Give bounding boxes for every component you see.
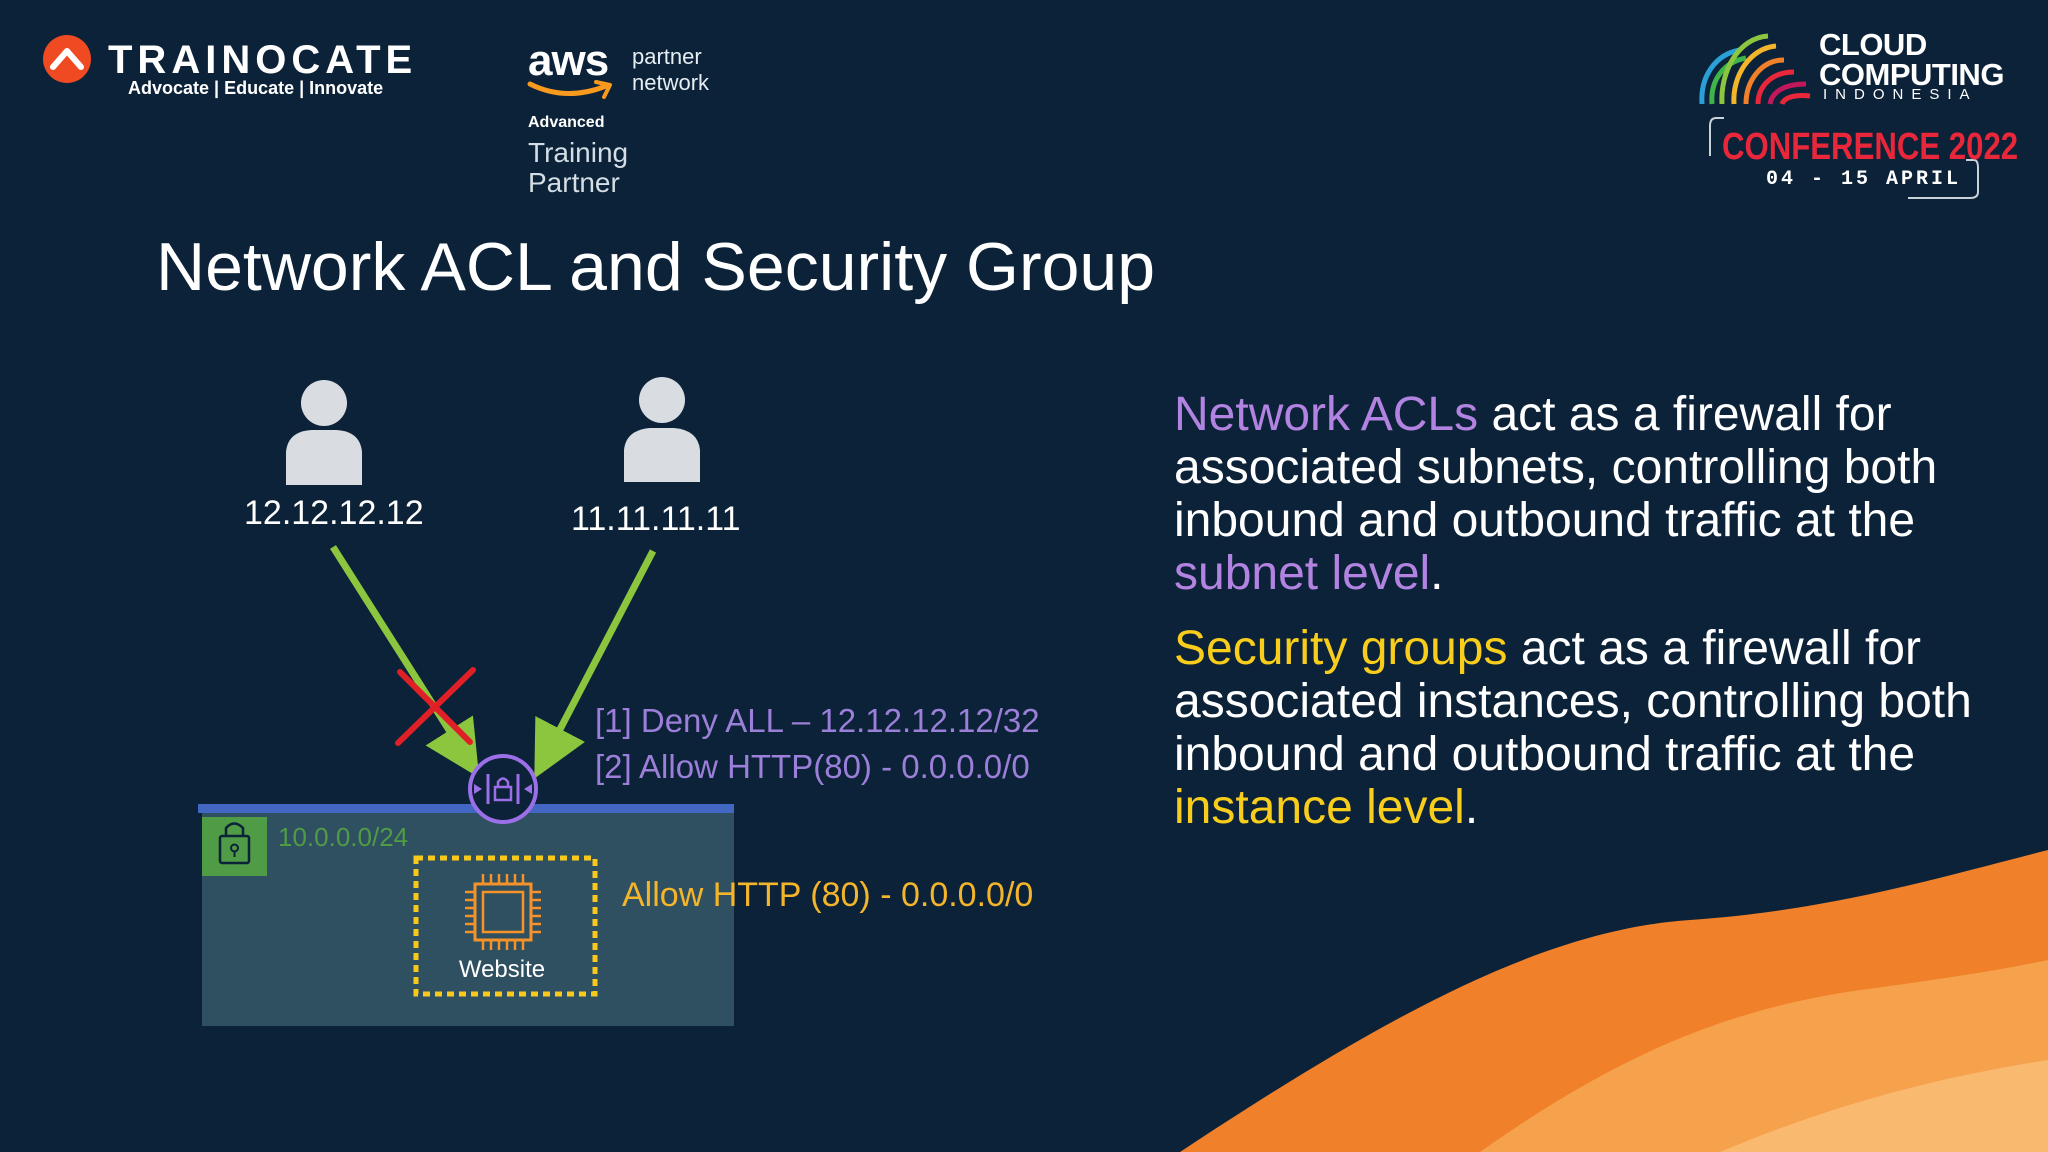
trainocate-name: TRAINOCATE xyxy=(108,38,418,82)
user-ip-right: 11.11.11.11 xyxy=(571,500,741,538)
nacl-term: Network ACLs xyxy=(1174,388,1479,441)
aws-role-label: Training Partner xyxy=(528,138,628,198)
subnet-cidr: 10.0.0.0/24 xyxy=(278,822,409,852)
sg-level: instance level xyxy=(1174,781,1465,834)
sg-term: Security groups xyxy=(1174,622,1508,675)
aws-smile-icon xyxy=(527,80,612,99)
nacl-rule-1: [1] Deny ALL – 12.12.12.12/32 xyxy=(595,702,1040,739)
slide-title: Network ACL and Security Group xyxy=(156,229,1156,305)
trainocate-tagline: Advocate | Educate | Innovate xyxy=(128,78,384,98)
aws-partner-network-label: partner network xyxy=(632,44,709,96)
conference-name-line-2: COMPUTING xyxy=(1819,57,2004,92)
arrow-from-denied-user xyxy=(330,545,480,778)
arrow-from-allowed-user xyxy=(534,549,657,779)
aws-network-word: network xyxy=(632,70,710,95)
nacl-icon xyxy=(468,754,538,824)
aws-partner-word: partner xyxy=(632,44,702,69)
conference-name-line-1: CLOUD xyxy=(1819,27,1927,62)
nacl-rule-2: [2] Allow HTTP(80) - 0.0.0.0/0 xyxy=(595,748,1030,785)
user-icon-right xyxy=(624,377,700,482)
security-group-rule: Allow HTTP (80) - 0.0.0.0/0 xyxy=(622,876,1034,914)
sg-text: act as a firewall for associated instanc… xyxy=(1174,622,1972,781)
user-icon-left xyxy=(286,380,362,485)
ec2-instance-icon xyxy=(465,874,541,950)
nacl-end: . xyxy=(1430,547,1444,600)
security-group-box xyxy=(413,855,598,997)
conference-event: CONFERENCE 2022 xyxy=(1722,126,2019,168)
trainocate-logo-icon xyxy=(43,35,91,83)
instance-label: Website xyxy=(458,956,546,983)
user-ip-left: 12.12.12.12 xyxy=(244,494,424,532)
nacl-level: subnet level xyxy=(1174,547,1431,600)
nacl-text: act as a firewall for associated subnets… xyxy=(1174,388,1938,547)
conference-org-name: CLOUD COMPUTING xyxy=(1819,27,2004,92)
subnet-edge xyxy=(198,804,734,813)
nacl-description: Network ACLs act as a firewall for assoc… xyxy=(1174,388,1994,600)
security-group-description: Security groups act as a firewall for as… xyxy=(1174,622,1994,834)
aws-logo-word: aws xyxy=(528,36,609,85)
deny-cross-icon xyxy=(395,667,476,746)
cloud-computing-logo-icon xyxy=(1699,33,1811,106)
conference-dates: 04 - 15 APRIL xyxy=(1766,168,1962,191)
sg-end: . xyxy=(1464,781,1479,834)
conference-frame xyxy=(1709,117,1979,199)
aws-tier-label: Advanced xyxy=(528,114,605,131)
aws-partner-role-word: Partner xyxy=(528,167,620,198)
conference-country: INDONESIA xyxy=(1823,86,1978,103)
aws-training-word: Training xyxy=(528,137,629,168)
subnet-lock-icon xyxy=(202,817,267,876)
